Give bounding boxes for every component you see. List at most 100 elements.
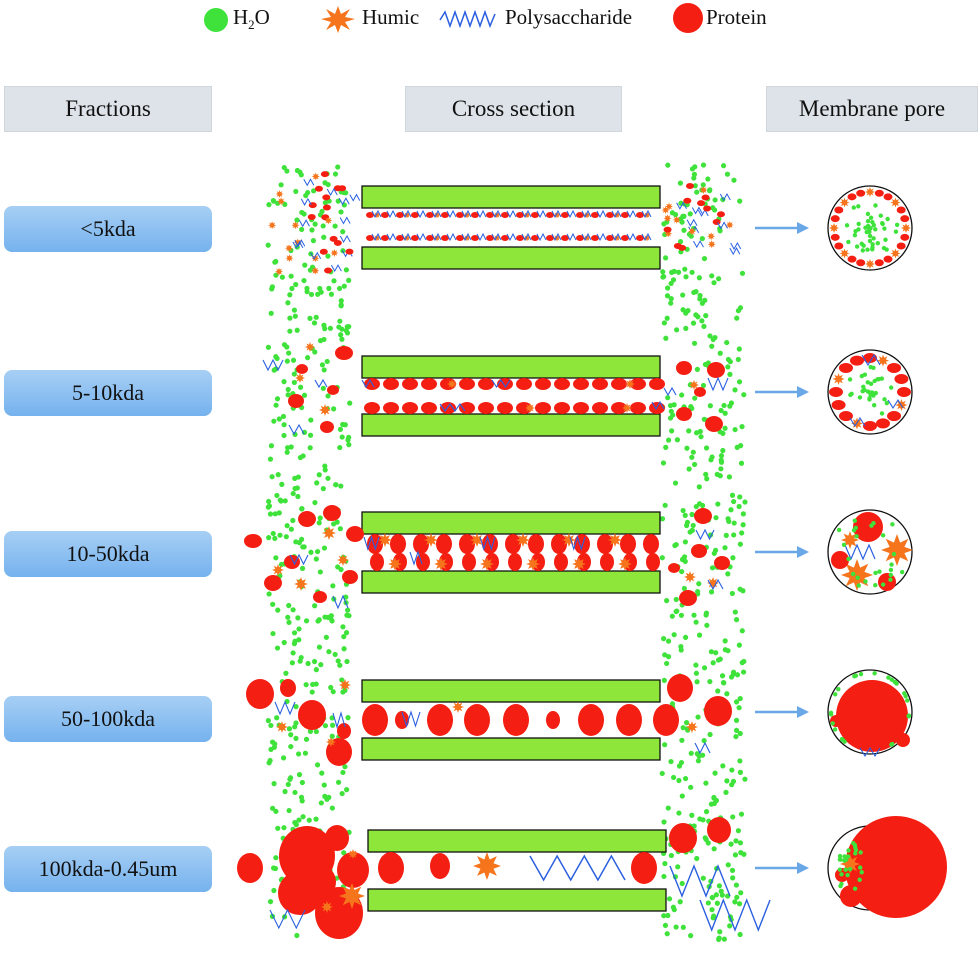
- water-molecule: [707, 678, 713, 685]
- protein-particle: [643, 534, 659, 554]
- water-molecule: [720, 447, 726, 454]
- water-molecule: [322, 463, 328, 469]
- water-molecule: [695, 758, 702, 764]
- protein-particle: [381, 212, 389, 218]
- protein-particle: [714, 556, 730, 570]
- protein-particle: [307, 213, 316, 220]
- polysaccharide-chain: [887, 398, 904, 410]
- protein-particle: [535, 402, 551, 414]
- water-molecule: [665, 162, 671, 168]
- protein-particle: [436, 534, 452, 554]
- water-molecule: [285, 300, 291, 306]
- water-molecule: [679, 880, 685, 887]
- water-molecule: [278, 182, 284, 188]
- humic-particle: [661, 206, 670, 214]
- humic-particle: [321, 901, 333, 913]
- protein-particle: [486, 212, 494, 218]
- water-molecule: [316, 644, 323, 650]
- polysaccharide-chain: [529, 854, 626, 882]
- water-molecule: [894, 681, 899, 686]
- water-molecule: [338, 332, 344, 338]
- water-molecule: [742, 776, 748, 782]
- protein-particle: [591, 235, 599, 241]
- water-molecule: [880, 533, 886, 538]
- water-molecule: [725, 364, 731, 370]
- protein-particle: [831, 551, 849, 569]
- water-molecule: [665, 437, 672, 443]
- water-molecule: [739, 660, 745, 666]
- water-molecule: [705, 360, 711, 366]
- water-molecule: [715, 657, 722, 663]
- water-molecule: [341, 646, 347, 652]
- water-molecule: [867, 229, 872, 235]
- humic-particle: [470, 533, 484, 547]
- water-molecule: [852, 886, 858, 891]
- water-molecule: [720, 763, 726, 769]
- membrane-plate: [361, 570, 661, 594]
- water-molecule: [313, 681, 319, 687]
- water-molecule: [268, 310, 274, 316]
- water-molecule: [739, 270, 746, 276]
- polysaccharide-chain: [476, 209, 487, 219]
- protein-particle: [535, 378, 551, 390]
- protein-particle: [663, 226, 672, 233]
- water-molecule: [708, 801, 714, 807]
- water-molecule: [275, 825, 281, 831]
- water-molecule: [290, 607, 296, 613]
- water-molecule: [321, 234, 327, 240]
- water-molecule: [328, 291, 335, 297]
- humic-particle: [890, 197, 901, 208]
- legend-humic-label: Humic: [362, 5, 420, 29]
- water-molecule: [675, 269, 682, 275]
- water-molecule: [733, 882, 740, 888]
- humic-particle: [319, 404, 331, 416]
- water-molecule: [342, 422, 348, 428]
- water-molecule: [320, 385, 326, 391]
- water-molecule: [672, 480, 679, 486]
- water-molecule: [321, 782, 327, 788]
- water-molecule: [299, 779, 305, 786]
- water-molecule: [285, 781, 291, 788]
- water-molecule: [293, 704, 299, 710]
- water-molecule: [340, 689, 346, 695]
- legend-water-label: H2O: [233, 5, 270, 33]
- water-molecule: [862, 387, 867, 393]
- water-molecule: [287, 328, 293, 334]
- water-molecule: [713, 515, 719, 521]
- protein-particle: [342, 570, 358, 584]
- water-molecule: [339, 336, 345, 342]
- water-molecule: [883, 237, 888, 242]
- protein-particle: [402, 402, 418, 414]
- water-molecule: [665, 912, 671, 919]
- water-molecule: [286, 807, 292, 814]
- protein-particle: [313, 591, 327, 603]
- water-molecule: [739, 628, 745, 634]
- polysaccharide-chain: [363, 535, 380, 551]
- water-molecule: [728, 674, 735, 680]
- water-molecule: [737, 695, 743, 702]
- water-molecule: [314, 548, 321, 555]
- protein-particle: [685, 183, 694, 190]
- water-molecule: [275, 607, 281, 613]
- water-molecule: [682, 512, 688, 518]
- water-molecule: [271, 198, 277, 204]
- protein-particle: [834, 242, 844, 250]
- protein-particle: [440, 402, 456, 414]
- water-molecule: [307, 728, 314, 734]
- polysaccharide-chain: [691, 206, 703, 215]
- water-molecule: [296, 626, 302, 632]
- water-molecule: [729, 867, 736, 873]
- water-molecule: [338, 209, 344, 215]
- water-molecule: [343, 630, 350, 636]
- water-molecule: [725, 516, 731, 522]
- protein-particle: [694, 387, 706, 397]
- water-molecule: [888, 567, 894, 573]
- water-molecule: [302, 262, 308, 268]
- water-molecule: [662, 922, 669, 929]
- water-molecule: [342, 764, 348, 770]
- water-molecule: [893, 229, 899, 234]
- protein-particle: [876, 418, 891, 429]
- water-molecule: [853, 847, 859, 853]
- water-molecule: [308, 291, 315, 298]
- humic-particle: [725, 221, 734, 229]
